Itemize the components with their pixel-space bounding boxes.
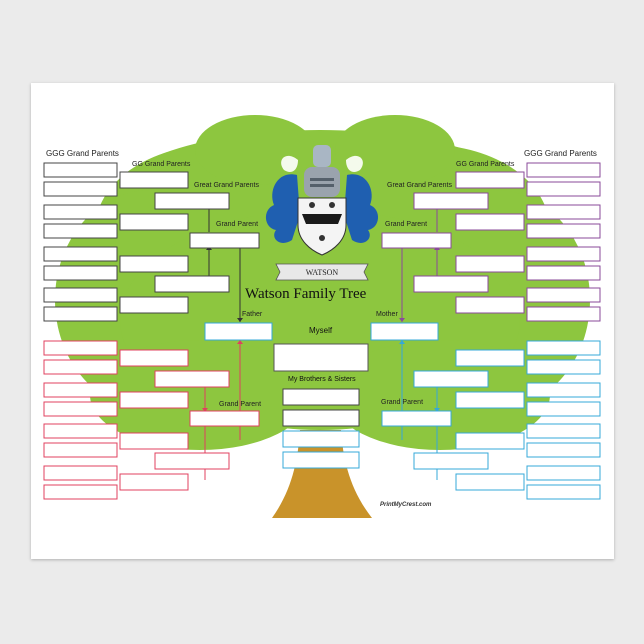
great-grandparent-box-right[interactable] — [413, 275, 489, 293]
sibling-box[interactable] — [282, 409, 360, 427]
myself-box[interactable] — [273, 343, 369, 372]
ggg-box-left[interactable] — [43, 265, 118, 281]
ggg-box-right[interactable] — [526, 382, 601, 398]
ggg-box-left[interactable] — [43, 162, 118, 178]
crest-mantling-right — [344, 174, 379, 243]
gg-box-right[interactable] — [455, 349, 525, 367]
great-grandparent-box-left[interactable] — [154, 452, 230, 470]
mother-label: Mother — [376, 311, 398, 318]
name-boxes — [43, 162, 601, 500]
great-grand-parents-label-right: Great Grand Parents — [387, 182, 452, 189]
ggg-box-right[interactable] — [526, 246, 601, 262]
great-grandparent-box-right[interactable] — [413, 370, 489, 388]
grandparent-box-right[interactable] — [381, 232, 452, 249]
ggg-box-right[interactable] — [526, 484, 601, 500]
ggg-box-left[interactable] — [43, 181, 118, 197]
ggg-box-left[interactable] — [43, 484, 118, 500]
ggg-box-right[interactable] — [526, 401, 601, 417]
gg-box-left[interactable] — [119, 349, 189, 367]
ggg-box-left[interactable] — [43, 287, 118, 303]
ggg-box-right[interactable] — [526, 340, 601, 356]
sibling-box[interactable] — [282, 430, 360, 448]
gg-box-left[interactable] — [119, 473, 189, 491]
ggg-box-left[interactable] — [43, 223, 118, 239]
ggg-box-left[interactable] — [43, 382, 118, 398]
ggg-box-left[interactable] — [43, 340, 118, 356]
great-grandparent-box-right[interactable] — [413, 452, 489, 470]
gg-box-left[interactable] — [119, 391, 189, 409]
page-title: Watson Family Tree — [245, 286, 367, 302]
ggg-box-right[interactable] — [526, 359, 601, 375]
gg-box-right[interactable] — [455, 171, 525, 189]
ggg-box-left[interactable] — [43, 359, 118, 375]
ggg-box-right[interactable] — [526, 223, 601, 239]
gg-box-right[interactable] — [455, 255, 525, 273]
gg-box-right[interactable] — [455, 473, 525, 491]
sibling-box[interactable] — [282, 388, 360, 406]
gg-box-left[interactable] — [119, 255, 189, 273]
grand-parent-label-top-right: Grand Parent — [385, 221, 428, 228]
gg-box-left[interactable] — [119, 213, 189, 231]
ggg-box-right[interactable] — [526, 306, 601, 322]
grandparent-box-left[interactable] — [189, 410, 260, 427]
ggg-box-left[interactable] — [43, 423, 118, 439]
gg-box-right[interactable] — [455, 432, 525, 450]
grandparent-box-right[interactable] — [381, 410, 452, 427]
crest-helmet — [304, 167, 340, 197]
gg-box-right[interactable] — [455, 296, 525, 314]
crest-scroll — [275, 263, 369, 281]
crest-plume — [313, 145, 331, 167]
ggg-box-right[interactable] — [526, 204, 601, 220]
gg-grand-parents-label-right: GG Grand Parents — [456, 161, 515, 168]
father-label: Father — [242, 311, 263, 318]
gg-grand-parents-label-left: GG Grand Parents — [132, 161, 191, 168]
coat-of-arms-image: WATSON — [265, 145, 379, 281]
crest-shield — [297, 197, 347, 256]
great-grandparent-box-left[interactable] — [154, 275, 230, 293]
great-grandparent-box-right[interactable] — [413, 192, 489, 210]
sibling-box[interactable] — [282, 451, 360, 469]
tree-trunk — [272, 430, 372, 518]
father-box[interactable] — [204, 322, 273, 341]
grandparent-box-left[interactable] — [189, 232, 260, 249]
grand-parent-label-top-left: Grand Parent — [216, 221, 259, 228]
grand-parent-label-bottom-left: Grand Parent — [219, 401, 262, 408]
ggg-box-left[interactable] — [43, 442, 118, 458]
ggg-grand-parents-label-left: GGG Grand Parents — [46, 149, 119, 158]
gg-box-right[interactable] — [455, 391, 525, 409]
ggg-box-left[interactable] — [43, 401, 118, 417]
ggg-box-left[interactable] — [43, 306, 118, 322]
ggg-box-right[interactable] — [526, 442, 601, 458]
myself-label: Myself — [309, 326, 333, 335]
ggg-grand-parents-label-right: GGG Grand Parents — [524, 149, 597, 158]
ggg-box-left[interactable] — [43, 465, 118, 481]
crest-motto-name: WATSON — [306, 268, 339, 277]
crest-mantling-left — [265, 174, 300, 243]
grand-parent-label-bottom-right: Grand Parent — [381, 399, 424, 406]
gg-box-left[interactable] — [119, 171, 189, 189]
ggg-box-right[interactable] — [526, 265, 601, 281]
mother-box[interactable] — [370, 322, 439, 341]
siblings-label: My Brothers & Sisters — [288, 376, 356, 383]
ggg-box-right[interactable] — [526, 423, 601, 439]
gg-box-right[interactable] — [455, 213, 525, 231]
great-grandparent-box-left[interactable] — [154, 370, 230, 388]
gg-box-left[interactable] — [119, 296, 189, 314]
credit-logo: PrintMyCrest.com — [380, 502, 432, 508]
gg-box-left[interactable] — [119, 432, 189, 450]
ggg-box-right[interactable] — [526, 162, 601, 178]
great-grand-parents-label-left: Great Grand Parents — [194, 182, 259, 189]
ggg-box-right[interactable] — [526, 465, 601, 481]
ggg-box-left[interactable] — [43, 204, 118, 220]
ggg-box-right[interactable] — [526, 181, 601, 197]
great-grandparent-box-left[interactable] — [154, 192, 230, 210]
ggg-box-left[interactable] — [43, 246, 118, 262]
ggg-box-right[interactable] — [526, 287, 601, 303]
connector-arrows — [202, 246, 440, 412]
